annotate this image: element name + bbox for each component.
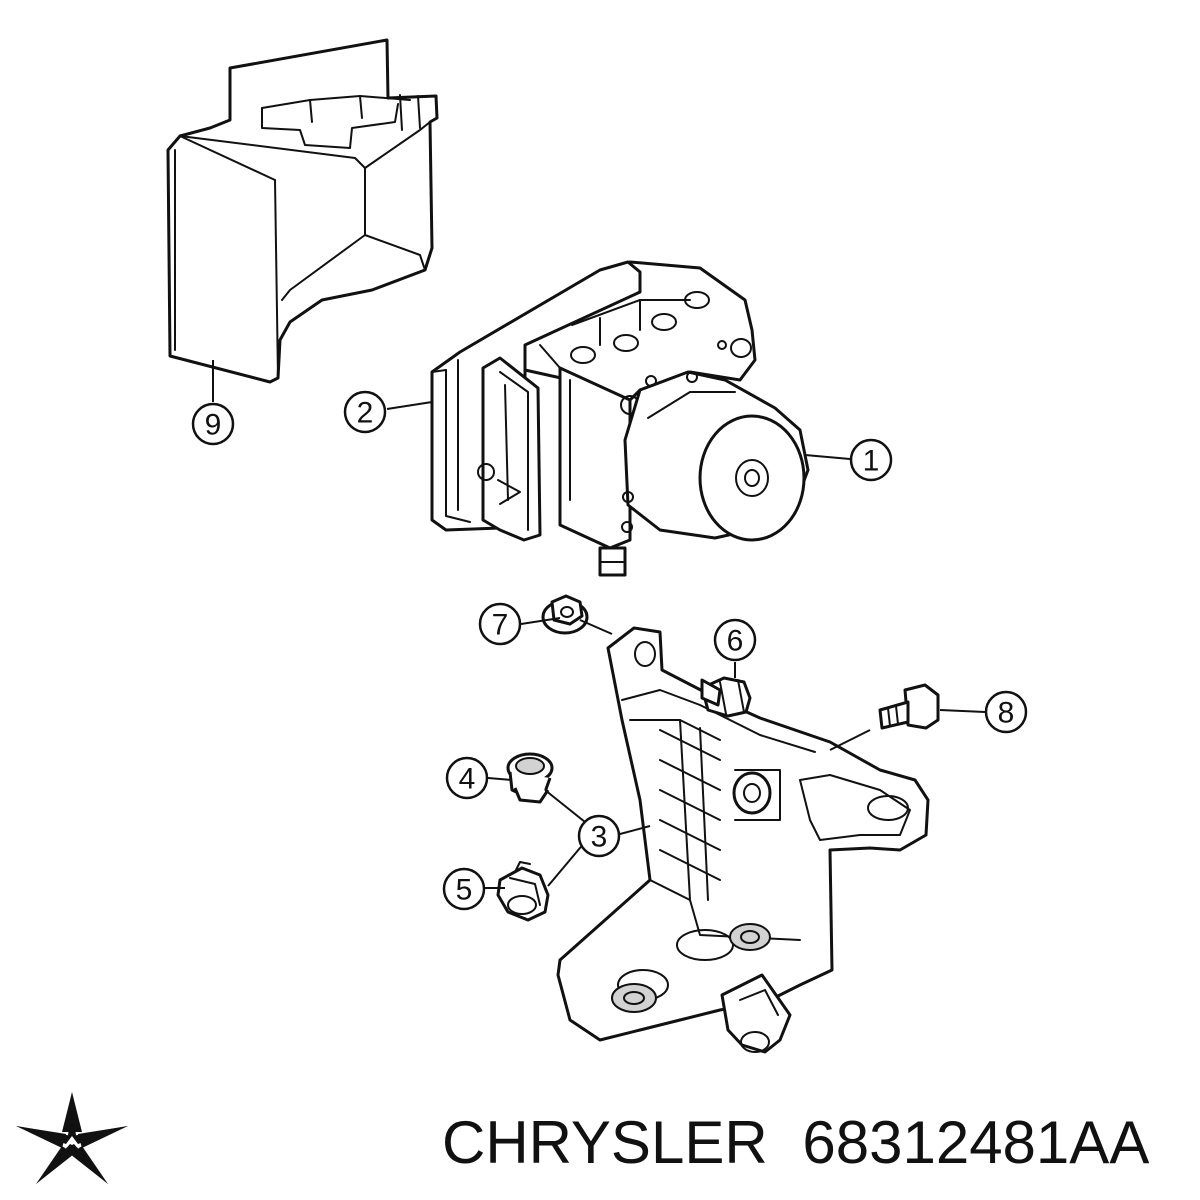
- chrysler-pentastar-icon: [16, 1092, 128, 1184]
- leader-lines: [212, 360, 986, 889]
- callout-6-label: 6: [727, 625, 744, 658]
- callout-4: 4: [445, 756, 489, 800]
- part-3-bracket: [556, 626, 930, 1054]
- callout-2-label: 2: [357, 397, 374, 430]
- part-8-stud: [878, 683, 940, 730]
- callout-5: 5: [442, 867, 486, 911]
- part-caption: CHRYSLER 68312481AA: [442, 1108, 1192, 1178]
- callout-8: 8: [984, 690, 1028, 734]
- callout-2: 2: [343, 390, 387, 434]
- callout-7: 7: [478, 602, 522, 646]
- callout-7-label: 7: [492, 609, 509, 642]
- part-6-bolt: [700, 676, 752, 718]
- callout-3-label: 3: [591, 821, 608, 854]
- part-4-grommet: [506, 752, 554, 804]
- part-5-clip: [496, 861, 550, 922]
- callout-5-label: 5: [456, 874, 473, 907]
- callout-6: 6: [713, 618, 757, 662]
- callout-9: 9: [191, 402, 235, 446]
- callout-8-label: 8: [998, 697, 1015, 730]
- part-9-shield: [166, 38, 439, 384]
- callout-4-label: 4: [459, 763, 476, 796]
- brand-name: CHRYSLER: [442, 1109, 768, 1176]
- abs-module-assembly: [430, 260, 810, 577]
- part-7-nut: [541, 594, 589, 635]
- callout-3: 3: [577, 814, 621, 858]
- callout-1: 1: [849, 438, 893, 482]
- callout-1-label: 1: [863, 445, 880, 478]
- callout-9-label: 9: [205, 409, 222, 442]
- part-number: 68312481AA: [802, 1109, 1150, 1176]
